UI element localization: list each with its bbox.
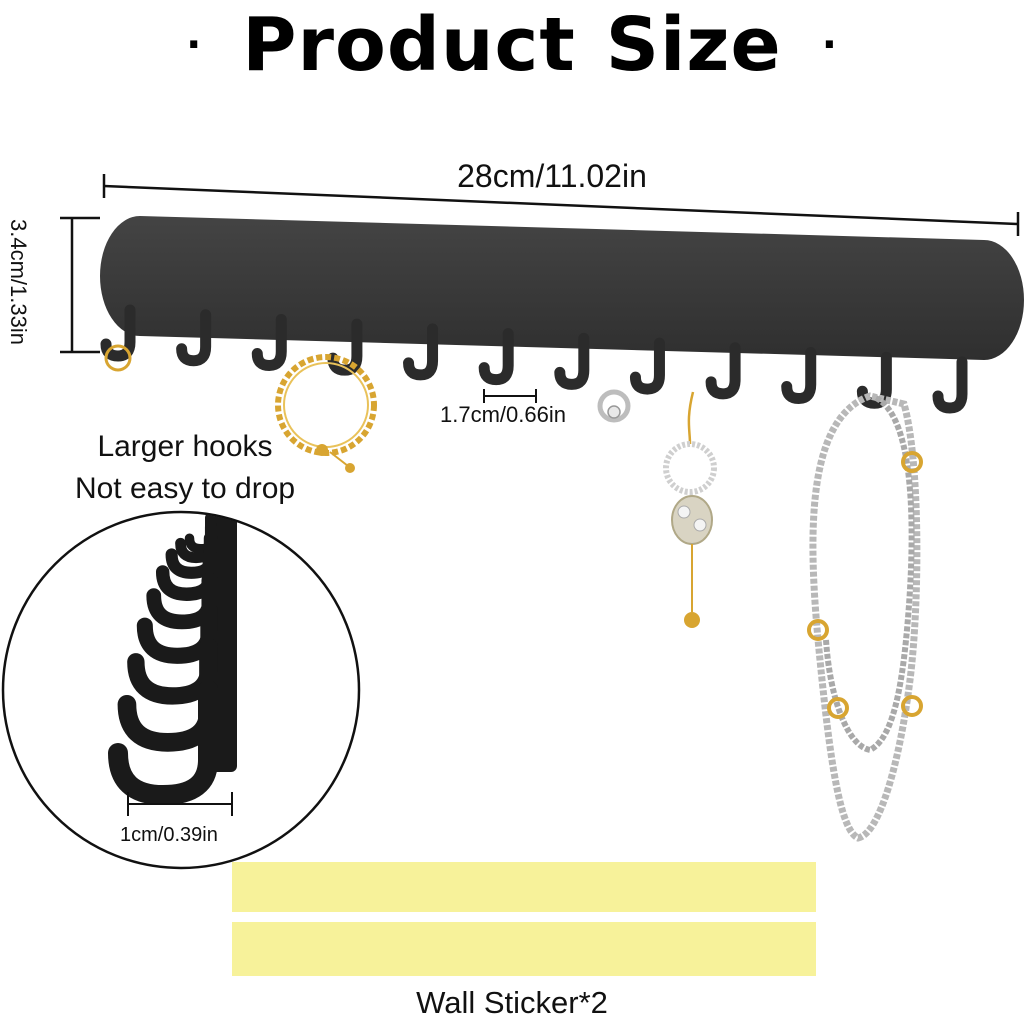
hook	[705, 342, 741, 400]
page-title: · Product Size ·	[0, 0, 1024, 90]
title-dot-left: ·	[186, 22, 203, 68]
hook	[554, 332, 590, 390]
long-chain-necklace	[807, 392, 923, 842]
hook	[629, 337, 665, 395]
title-word-size: Size	[605, 2, 782, 88]
height-dimension-line	[60, 216, 100, 354]
hook-gap-label: 1.7cm/0.66in	[440, 402, 566, 427]
title-dot-right: ·	[821, 22, 838, 68]
tagline-line-1: Larger hooks	[97, 430, 273, 463]
hook-size-label: 1cm/0.39in	[120, 824, 218, 846]
gold-ring	[104, 344, 132, 372]
hook	[251, 313, 287, 371]
zoom-hook	[108, 680, 218, 806]
hook	[403, 323, 439, 381]
hook-detail-zoom	[1, 510, 361, 870]
pendant-earring	[663, 391, 717, 628]
hook-gap-dimension-line	[483, 389, 537, 403]
hook	[856, 351, 892, 409]
width-label: 28cm/11.02in	[457, 158, 647, 194]
tagline-line-2: Not easy to drop	[74, 472, 296, 505]
wall-sticker-2	[232, 922, 816, 976]
title-word-product: Product	[242, 2, 576, 88]
hook	[781, 347, 817, 405]
height-label: 3.4cm/1.33in	[6, 219, 31, 345]
wall-sticker-label: Wall Sticker*2	[416, 985, 608, 1020]
hook	[478, 328, 514, 386]
width-dimension-line	[102, 174, 1020, 236]
hook	[932, 356, 968, 414]
wall-sticker-1	[232, 862, 816, 912]
tagline: Larger hooks Not easy to drop	[60, 426, 310, 510]
gold-bracelet	[275, 354, 377, 473]
hook-row	[100, 304, 968, 414]
hook	[176, 309, 212, 367]
rack-board	[100, 216, 1024, 360]
silver-ring	[597, 389, 631, 423]
